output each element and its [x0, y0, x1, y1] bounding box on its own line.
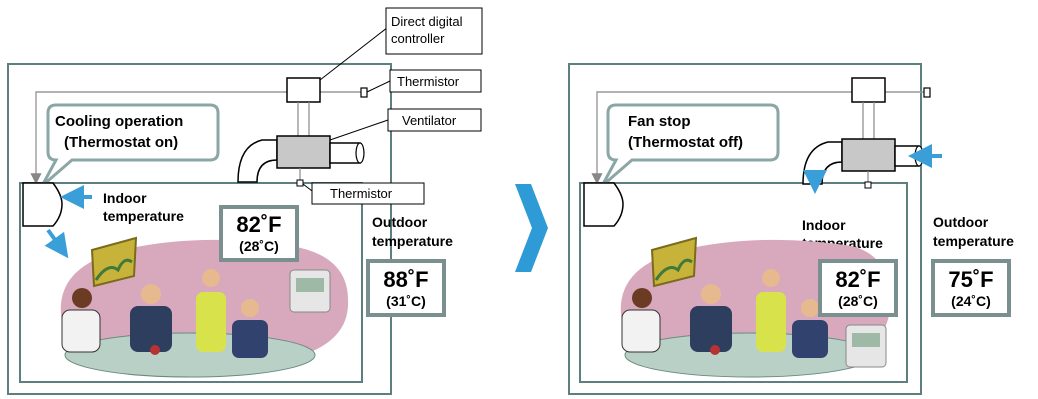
left-controller-box [286, 77, 321, 103]
left-ventilator [237, 135, 365, 187]
right-outdoor-temp-box [931, 259, 1011, 317]
transition-arrow [515, 184, 548, 272]
left-outer-frame [7, 63, 392, 395]
left-outdoor-temp-f: 88˚F [383, 267, 428, 292]
left-callout-line1: Cooling operation [55, 113, 183, 130]
ventilator-label: Ventilator [402, 113, 457, 128]
left-indoor-temp-box [219, 205, 299, 262]
left-outdoor-temp-c: (31˚C) [386, 293, 426, 309]
right-callout-bubble: Fan stop (Thermostat off) [600, 103, 780, 188]
right-outdoor-temp-c: (24˚C) [951, 293, 991, 309]
right-controller-box [851, 77, 886, 103]
right-indoor-temp-box [818, 259, 898, 317]
ventilator-label-box [387, 108, 482, 132]
thermistor-bottom-label-box [311, 182, 425, 205]
left-outdoor-label-1: Outdoor [372, 214, 428, 230]
right-indoor-label-1: Indoor [802, 217, 846, 233]
left-panel: Direct digital controller Thermistor Ven… [7, 7, 483, 395]
right-panel: Fan stop (Thermostat off) Indoor tempera… [568, 63, 1014, 395]
left-indoor-label-2: temperature [103, 208, 184, 224]
right-indoor-temp-f: 82˚F [835, 267, 880, 292]
direct-digital-controller-label-box [385, 7, 483, 55]
left-indoor-unit [22, 182, 63, 227]
right-ventilator [802, 138, 924, 189]
left-meeting-scene [60, 236, 349, 378]
right-room-frame [579, 182, 908, 383]
right-outdoor-temp-f: 75˚F [948, 267, 993, 292]
left-outdoor-temp-box [366, 259, 446, 317]
right-outdoor-label-2: temperature [933, 233, 1014, 249]
left-callout-bubble: Cooling operation (Thermostat on) [40, 103, 220, 188]
thermistor-bottom-label: Thermistor [330, 186, 393, 201]
right-thermistor-top [923, 87, 931, 98]
left-control-line [30, 91, 362, 185]
right-indoor-temp-c: (28˚C) [838, 293, 878, 309]
left-outdoor-label-2: temperature [372, 233, 453, 249]
left-indoor-temp-c: (28˚C) [239, 238, 279, 254]
left-callout-line2: (Thermostat on) [64, 134, 178, 151]
direct-digital-controller-label-2: controller [391, 31, 445, 46]
left-room-frame [19, 182, 363, 383]
left-indoor-label-1: Indoor [103, 190, 147, 206]
right-indoor-unit [583, 182, 624, 227]
direct-digital-controller-label-1: Direct digital [391, 14, 463, 29]
right-outer-frame [568, 63, 922, 395]
left-indoor-temp-f: 82˚F [236, 212, 281, 237]
right-callout-line1: Fan stop [628, 113, 691, 130]
right-callout-line2: (Thermostat off) [628, 134, 743, 151]
right-control-line [591, 91, 925, 185]
right-outdoor-label-1: Outdoor [933, 214, 989, 230]
thermistor-top-label-box [389, 69, 482, 93]
left-thermistor-top [360, 87, 368, 98]
thermistor-top-label: Thermistor [397, 74, 460, 89]
